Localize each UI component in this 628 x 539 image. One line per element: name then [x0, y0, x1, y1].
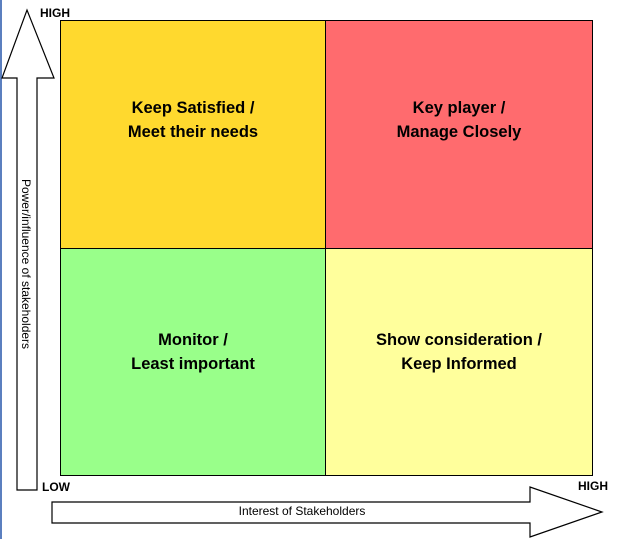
x-axis-title: Interest of Stakeholders: [238, 504, 366, 518]
quadrant-key-player: Key player / Manage Closely: [326, 21, 592, 249]
stakeholder-matrix: Keep Satisfied / Meet their needs Key pl…: [60, 20, 593, 476]
quadrant-label-line1: Show consideration /: [376, 331, 542, 349]
quadrant-label-line2: Least important: [131, 355, 255, 373]
quadrant-label-line2: Manage Closely: [396, 122, 522, 141]
x-axis-high-label: HIGH: [578, 479, 608, 493]
quadrant-label-line2: Keep Informed: [401, 355, 517, 373]
quadrant-label-line1: Key player /: [412, 98, 506, 117]
left-edge-line: [0, 0, 2, 539]
quadrant-monitor: Monitor / Least important: [61, 249, 326, 475]
quadrant-label-line1: Keep Satisfied /: [131, 98, 255, 117]
quadrant-keep-informed: Show consideration / Keep Informed: [326, 249, 592, 475]
quadrant-label-line2: Meet their needs: [127, 122, 259, 141]
quadrant-label-line1: Monitor /: [158, 331, 228, 349]
y-axis-low-label: LOW: [42, 480, 70, 494]
quadrant-keep-satisfied: Keep Satisfied / Meet their needs: [61, 21, 326, 249]
y-axis-high-label: HIGH: [40, 6, 70, 20]
y-axis-title-text: Power/influence of stakeholders: [19, 178, 33, 350]
